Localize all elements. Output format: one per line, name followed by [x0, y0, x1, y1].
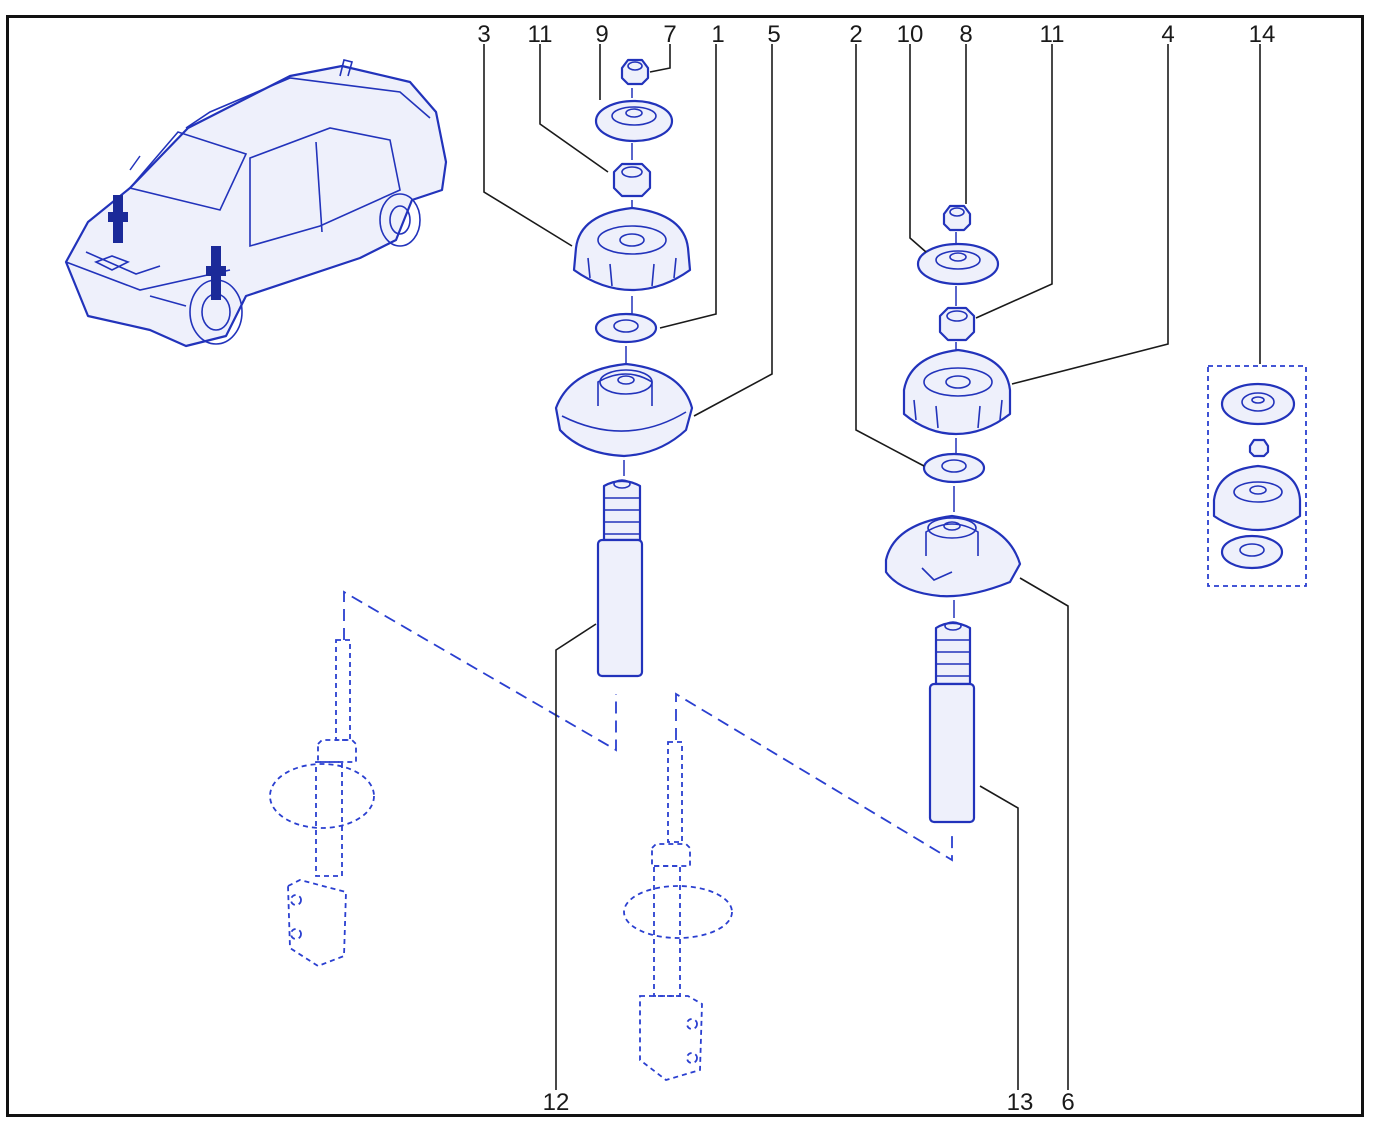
thrust-washer-2 [922, 452, 986, 484]
callout-4: 4 [1161, 21, 1174, 48]
callout-9: 9 [595, 21, 608, 48]
car-thumbnail [64, 59, 448, 348]
callout-13: 13 [1007, 1089, 1034, 1116]
callout-5: 5 [767, 21, 780, 48]
kit-14 [1207, 365, 1307, 587]
callout-11-left: 11 [528, 21, 553, 48]
callout-3: 3 [477, 21, 490, 48]
callout-6: 6 [1061, 1089, 1074, 1116]
callout-1: 1 [711, 21, 724, 48]
nut-7 [620, 58, 650, 86]
callout-8: 8 [959, 21, 972, 48]
assembly-guides [343, 590, 953, 862]
callout-labels: 3 11 9 7 1 5 2 10 8 11 4 14 12 13 6 [477, 21, 1275, 1116]
leader-lines [483, 44, 1261, 1090]
cup-washer-9 [594, 99, 674, 143]
spring-seat-6 [884, 514, 1022, 598]
diagram-frame [6, 15, 1364, 1117]
bushing-11-right [938, 306, 976, 342]
cup-washer-10 [916, 242, 1000, 286]
bump-stop-13 [928, 621, 976, 824]
strut-mount-3 [572, 206, 692, 292]
nut-8 [942, 204, 972, 232]
callout-7: 7 [663, 21, 676, 48]
callout-10: 10 [897, 21, 924, 48]
spring-seat-5 [554, 362, 694, 458]
strut-right [623, 741, 733, 1081]
bump-stop-12 [596, 479, 644, 678]
callout-2: 2 [849, 21, 862, 48]
bushing-11-left [612, 162, 652, 198]
strut-mount-4 [902, 348, 1012, 436]
thrust-washer-1 [594, 312, 658, 344]
callout-14: 14 [1249, 21, 1276, 48]
callout-11-right: 11 [1040, 21, 1065, 48]
callout-12: 12 [543, 1089, 570, 1116]
strut-left [269, 639, 375, 968]
